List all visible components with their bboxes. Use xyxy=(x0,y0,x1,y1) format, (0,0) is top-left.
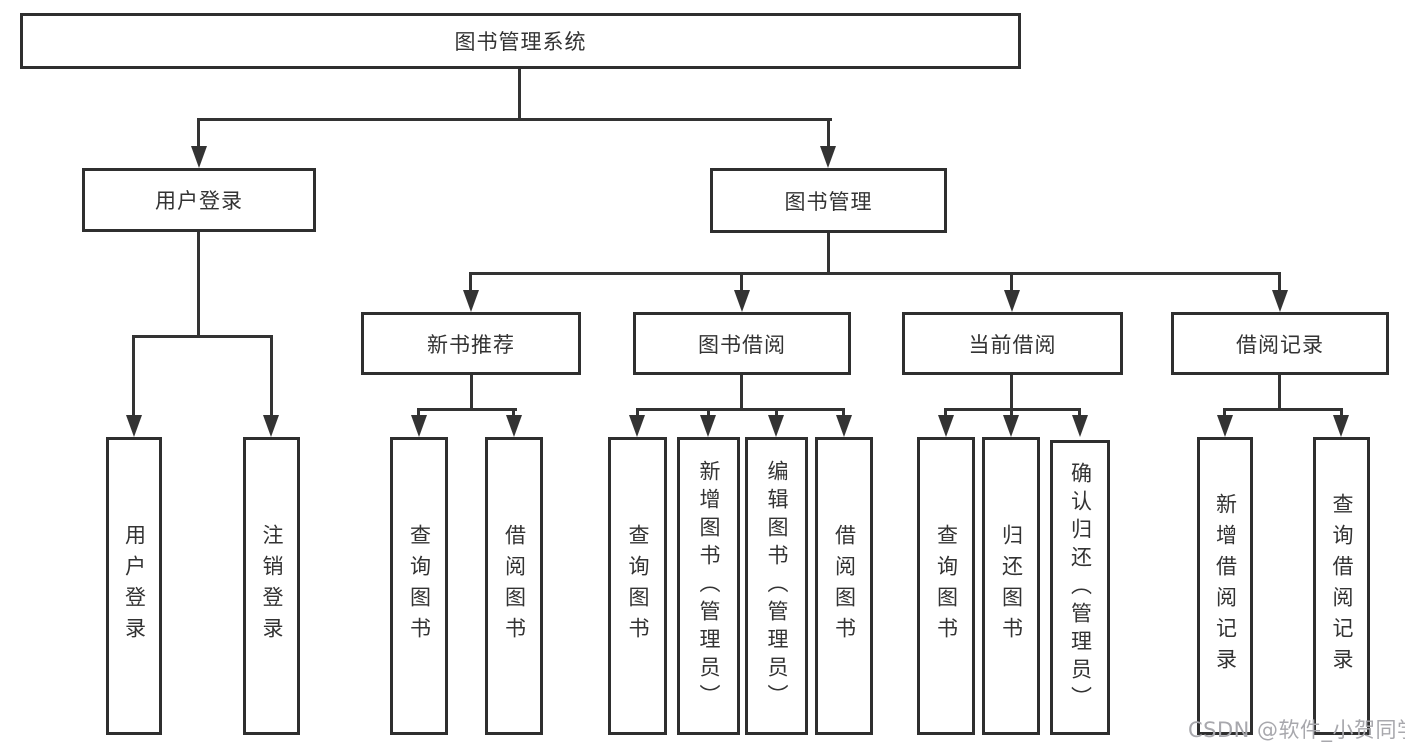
connector-borrow-record-branch xyxy=(1223,408,1342,411)
connector-level2-branch xyxy=(197,118,832,121)
arrow-into-cb-confirm xyxy=(1072,415,1088,437)
arrow-into-br-query xyxy=(1333,415,1349,437)
node-leaf-br-query-record-label: 查询借阅记录 xyxy=(1330,493,1354,679)
arrow-into-bb-add xyxy=(700,415,716,437)
node-leaf-cb-query-book: 查询图书 xyxy=(917,437,975,735)
node-leaf-br-add-record: 新增借阅记录 xyxy=(1197,437,1253,735)
node-leaf-cb-confirm-return-admin: 确认归还（管理员） xyxy=(1050,440,1110,735)
node-leaf-bb-borrow-book-label: 借阅图书 xyxy=(832,524,857,648)
node-leaf-nbr-query-book: 查询图书 xyxy=(390,437,448,735)
arrow-into-current-borrow xyxy=(1004,290,1020,312)
arrow-into-nbr-query xyxy=(411,415,427,437)
node-borrow-record: 借阅记录 xyxy=(1171,312,1389,375)
node-leaf-user-login: 用户登录 xyxy=(106,437,162,735)
arrow-into-cb-query xyxy=(938,415,954,437)
connector-drop-bb-borrow xyxy=(842,408,845,417)
node-leaf-bb-edit-book-admin: 编辑图书（管理员） xyxy=(745,437,808,735)
connector-drop-bb-edit xyxy=(775,408,778,417)
connector-drop-book-borrow xyxy=(740,272,743,292)
connector-drop-login xyxy=(132,335,135,417)
node-leaf-cb-query-book-label: 查询图书 xyxy=(934,524,959,648)
node-leaf-bb-query-book-label: 查询图书 xyxy=(626,524,650,648)
node-leaf-br-query-record: 查询借阅记录 xyxy=(1313,437,1370,735)
arrow-into-logout xyxy=(263,415,279,437)
node-book-mgmt: 图书管理 xyxy=(710,168,947,233)
connector-current-borrow-stem xyxy=(1010,373,1013,411)
node-root: 图书管理系统 xyxy=(20,13,1021,69)
connector-drop-borrow-record xyxy=(1278,272,1281,292)
arrow-into-nbr-borrow xyxy=(506,415,522,437)
connector-drop-user-login xyxy=(197,118,200,148)
arrow-into-cb-return xyxy=(1003,415,1019,437)
arrow-into-borrow-record xyxy=(1272,290,1288,312)
node-book-borrow: 图书借阅 xyxy=(633,312,851,375)
node-leaf-cb-confirm-return-admin-label: 确认归还（管理员） xyxy=(1068,461,1093,714)
connector-user-login-branch xyxy=(132,335,273,338)
node-leaf-nbr-borrow-book: 借阅图书 xyxy=(485,437,543,735)
connector-user-login-stem xyxy=(197,230,200,338)
connector-drop-bb-add xyxy=(707,408,710,417)
arrow-into-bb-borrow xyxy=(836,415,852,437)
arrow-into-book-mgmt xyxy=(820,146,836,168)
node-leaf-logout: 注销登录 xyxy=(243,437,300,735)
connector-drop-current-borrow xyxy=(1010,272,1013,292)
arrow-into-bb-edit xyxy=(768,415,784,437)
connector-drop-br-query xyxy=(1340,408,1343,417)
connector-new-book-stem xyxy=(470,373,473,411)
connector-root-stem xyxy=(518,66,521,120)
connector-drop-logout xyxy=(270,335,273,417)
node-leaf-nbr-query-book-label: 查询图书 xyxy=(407,524,432,648)
node-leaf-bb-borrow-book: 借阅图书 xyxy=(815,437,873,735)
arrow-into-new-book xyxy=(463,290,479,312)
node-leaf-cb-return-book-label: 归还图书 xyxy=(999,524,1024,648)
node-leaf-bb-edit-book-admin-label: 编辑图书（管理员） xyxy=(765,460,789,712)
connector-book-borrow-branch xyxy=(636,408,845,411)
node-current-borrow: 当前借阅 xyxy=(902,312,1123,375)
node-new-book-rec: 新书推荐 xyxy=(361,312,581,375)
arrow-into-br-add xyxy=(1217,415,1233,437)
arrow-into-user-login xyxy=(191,146,207,168)
arrow-into-book-borrow xyxy=(734,290,750,312)
connector-drop-cb-confirm xyxy=(1078,408,1081,417)
connector-drop-cb-return xyxy=(1010,408,1013,417)
node-leaf-bb-add-book-admin: 新增图书（管理员） xyxy=(677,437,740,735)
connector-book-borrow-stem xyxy=(740,373,743,411)
node-user-login: 用户登录 xyxy=(82,168,316,232)
node-leaf-br-add-record-label: 新增借阅记录 xyxy=(1213,493,1238,679)
connector-new-book-branch xyxy=(417,408,517,411)
node-leaf-cb-return-book: 归还图书 xyxy=(982,437,1040,735)
node-leaf-nbr-borrow-book-label: 借阅图书 xyxy=(502,524,527,648)
arrow-into-bb-query xyxy=(629,415,645,437)
connector-borrow-record-stem xyxy=(1278,373,1281,411)
connector-drop-nbr-borrow xyxy=(512,408,515,417)
arrow-into-login xyxy=(126,415,142,437)
connector-drop-bb-query xyxy=(636,408,639,417)
connector-level3-branch xyxy=(469,272,1281,275)
connector-drop-br-add xyxy=(1223,408,1226,417)
connector-drop-new-book xyxy=(469,272,472,292)
connector-book-mgmt-stem xyxy=(827,231,830,275)
node-leaf-bb-query-book: 查询图书 xyxy=(608,437,667,735)
csdn-watermark: CSDN @软件_小贺同学 xyxy=(1188,718,1405,742)
node-leaf-logout-label: 注销登录 xyxy=(260,524,284,648)
connector-drop-nbr-query xyxy=(417,408,420,417)
connector-drop-cb-query xyxy=(944,408,947,417)
node-leaf-bb-add-book-admin-label: 新增图书（管理员） xyxy=(697,460,721,712)
connector-drop-book-mgmt xyxy=(827,118,830,148)
node-leaf-user-login-label: 用户登录 xyxy=(122,524,147,648)
